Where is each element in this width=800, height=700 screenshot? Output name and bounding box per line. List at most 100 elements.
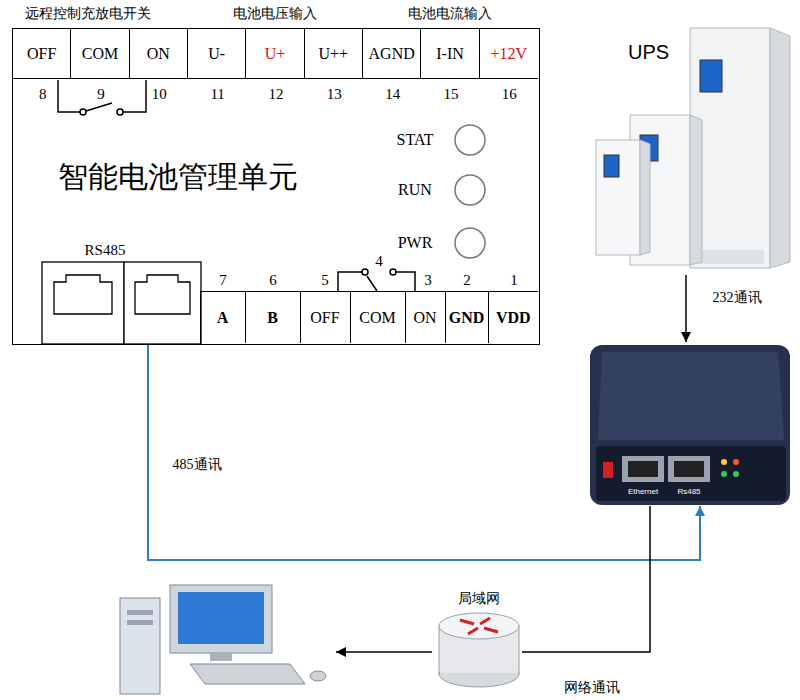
- switch-symbol: [123, 80, 146, 112]
- switch-symbol: [338, 272, 362, 291]
- network-arrow: [336, 652, 432, 653]
- edge-label: 485通讯: [171, 457, 224, 473]
- pin-number: 14: [385, 87, 400, 102]
- pin-number: 11: [210, 87, 224, 102]
- terminal-cell: U+: [246, 29, 304, 79]
- switch-symbol: [396, 272, 415, 291]
- indicator-lamp: [455, 228, 485, 258]
- pin-number: 1: [510, 273, 518, 288]
- unit-title: 智能电池管理单元: [58, 162, 298, 192]
- rj45-jack: [42, 262, 124, 344]
- terminal-label: COM: [359, 310, 395, 326]
- converter-device: [668, 456, 710, 482]
- router-node: 局域网: [436, 592, 522, 696]
- pin-number: 5: [321, 273, 329, 288]
- converter-device: [622, 456, 664, 482]
- edge-label: 232通讯: [711, 290, 764, 306]
- connector: [522, 506, 650, 652]
- computer-icon: [310, 671, 326, 681]
- router-icon: [460, 620, 474, 624]
- indicator-lamp: [455, 175, 485, 205]
- pin-number: 2: [463, 273, 471, 288]
- terminal-label: OFF: [310, 310, 339, 326]
- ups-cabinet: [770, 28, 790, 268]
- computer-icon: [127, 610, 153, 615]
- pin-number: 13: [327, 87, 342, 102]
- terminal-cell: U-: [188, 29, 246, 79]
- terminal-cell: VDD: [488, 291, 539, 343]
- terminal-label: AGND: [369, 46, 415, 62]
- computer-icon: [170, 585, 272, 653]
- terminal-label: VDD: [496, 310, 531, 326]
- ups-cabinet: [700, 60, 722, 92]
- port-label: Ethernet: [628, 488, 658, 496]
- terminal-cell: COM: [71, 29, 129, 79]
- switch-symbol: [390, 269, 396, 275]
- rj45-jack: [135, 275, 190, 314]
- converter-device: [603, 462, 613, 478]
- pin-number: 4: [375, 254, 383, 269]
- terminal-label: ON: [413, 310, 436, 326]
- rj45-jack: [42, 262, 201, 344]
- terminal-label: +12V: [491, 46, 528, 62]
- converter-device: [733, 471, 739, 477]
- switch-symbol: [117, 109, 123, 115]
- rj45-jack: [124, 262, 201, 344]
- computer-icon: [178, 592, 264, 644]
- network-label: 局域网: [436, 592, 522, 606]
- converter-device: [733, 459, 739, 465]
- terminal-label: U+: [265, 46, 286, 62]
- pin-number: 16: [502, 87, 517, 102]
- terminal-cell: ON: [405, 291, 445, 343]
- terminal-cell: AGND: [363, 29, 421, 79]
- computer-icon: [127, 620, 153, 625]
- converter-device: [721, 471, 727, 477]
- switch-symbol: [367, 276, 377, 291]
- unit-housing: OFFCOMONU-U+U++AGNDI-IN+12VABOFFCOMONGND…: [12, 28, 540, 345]
- ups-cabinet: [604, 155, 619, 177]
- router-icon: [468, 628, 478, 634]
- computer-icon: [190, 664, 305, 684]
- terminal-cell: ON: [130, 29, 188, 79]
- terminal-cell: GND: [445, 291, 488, 343]
- ups-cabinet: [698, 250, 764, 264]
- converter-device: [674, 461, 704, 477]
- terminal-cell: B: [245, 291, 300, 343]
- ups-cabinet: [690, 28, 770, 268]
- router-icon: [439, 613, 519, 639]
- terminal-cell: I-IN: [421, 29, 479, 79]
- ups-unit: UPS: [590, 25, 790, 275]
- connector: [148, 345, 700, 560]
- ups-cabinet: [596, 28, 790, 268]
- router-icon: [460, 618, 498, 634]
- group-label: 远程控制充放电开关: [25, 7, 151, 21]
- switch-symbol: [58, 80, 146, 115]
- ups-cabinet: [596, 140, 640, 255]
- computer-icon: [210, 653, 232, 661]
- pin-number: 15: [444, 87, 459, 102]
- terminal-cell: COM: [350, 291, 405, 343]
- switch-symbol: [86, 103, 112, 111]
- pin-number: 7: [219, 273, 227, 288]
- computer-icon: [120, 598, 160, 694]
- switch-symbol: [80, 109, 86, 115]
- pin-number: 6: [269, 273, 277, 288]
- terminal-label: A: [217, 310, 229, 326]
- terminal-label: GND: [449, 310, 485, 326]
- converter-device: [590, 345, 790, 505]
- converter-device: [598, 352, 784, 440]
- terminal-label: ON: [147, 46, 170, 62]
- converter-device: [590, 345, 790, 505]
- switch-symbol: [58, 80, 80, 112]
- switch-symbol: [338, 269, 415, 291]
- computer-icon: [120, 585, 326, 694]
- terminal-label: U++: [319, 46, 349, 62]
- ups-cabinet: [690, 115, 702, 265]
- router-icon: [484, 628, 498, 632]
- indicator-lamp: [455, 125, 485, 155]
- terminal-label: I-IN: [436, 46, 464, 62]
- rj45-jack: [54, 275, 112, 314]
- terminal-label: B: [267, 310, 278, 326]
